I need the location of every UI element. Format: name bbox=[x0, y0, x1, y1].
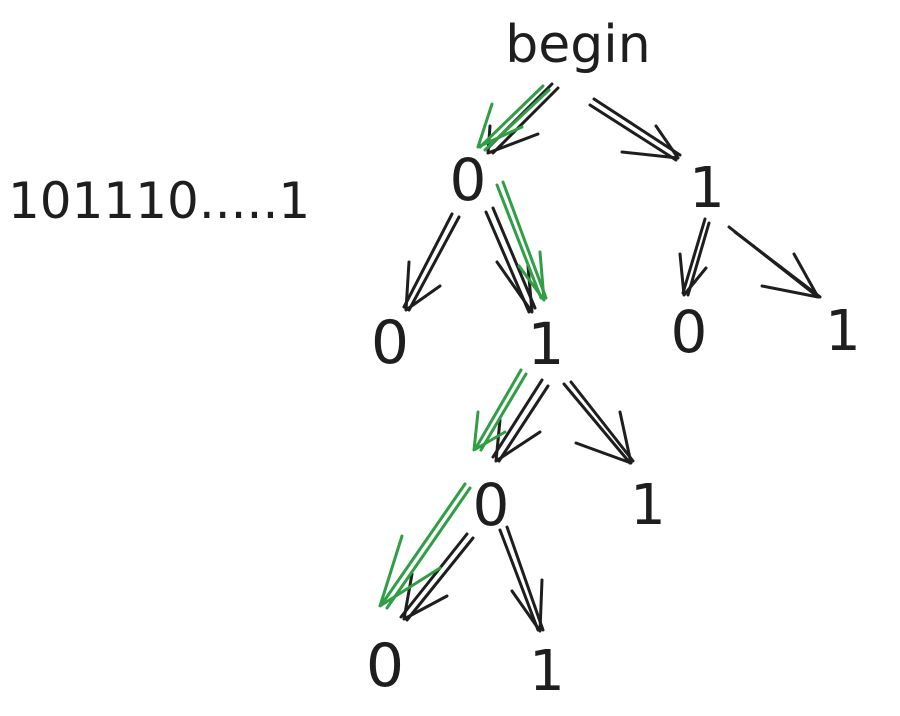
highlight-01-to-010 bbox=[472, 368, 528, 452]
edge-01-to-011 bbox=[562, 380, 635, 465]
edge-1-to-11 bbox=[727, 225, 822, 299]
tree-node-n00: 0 bbox=[371, 308, 409, 378]
edge-root-to-1 bbox=[588, 97, 682, 162]
tree-node-n011: 1 bbox=[630, 473, 666, 538]
tree-nodes: begin 0 1 0 1 0 1 0 1 0 1 bbox=[366, 15, 861, 704]
highlight-0-to-01 bbox=[495, 180, 548, 302]
highlight-010-to-0100 bbox=[378, 482, 472, 610]
tree-node-n010: 0 bbox=[473, 471, 510, 539]
tree-node-n0100: 0 bbox=[366, 631, 404, 701]
tree-node-n01: 1 bbox=[528, 310, 565, 378]
edge-0-to-00 bbox=[402, 212, 461, 312]
tree-node-root: begin bbox=[505, 15, 650, 75]
tree-node-n11: 1 bbox=[825, 299, 861, 364]
tree-node-n0101: 1 bbox=[529, 639, 565, 704]
tree-node-n0: 0 bbox=[450, 146, 487, 214]
bit-sequence-label: 101110.....1 bbox=[8, 172, 310, 230]
edge-1-to-10 bbox=[678, 217, 711, 297]
edge-010-to-0101 bbox=[498, 525, 545, 633]
edge-root-to-0 bbox=[485, 82, 560, 155]
highlighted-path bbox=[378, 84, 551, 610]
tree-node-n10: 0 bbox=[671, 298, 708, 366]
edge-010-to-0100 bbox=[399, 532, 475, 622]
tree-node-n1: 1 bbox=[689, 156, 725, 221]
edges-black bbox=[399, 82, 822, 633]
highlight-root-to-0 bbox=[476, 84, 551, 152]
edge-01-to-010 bbox=[491, 378, 550, 463]
